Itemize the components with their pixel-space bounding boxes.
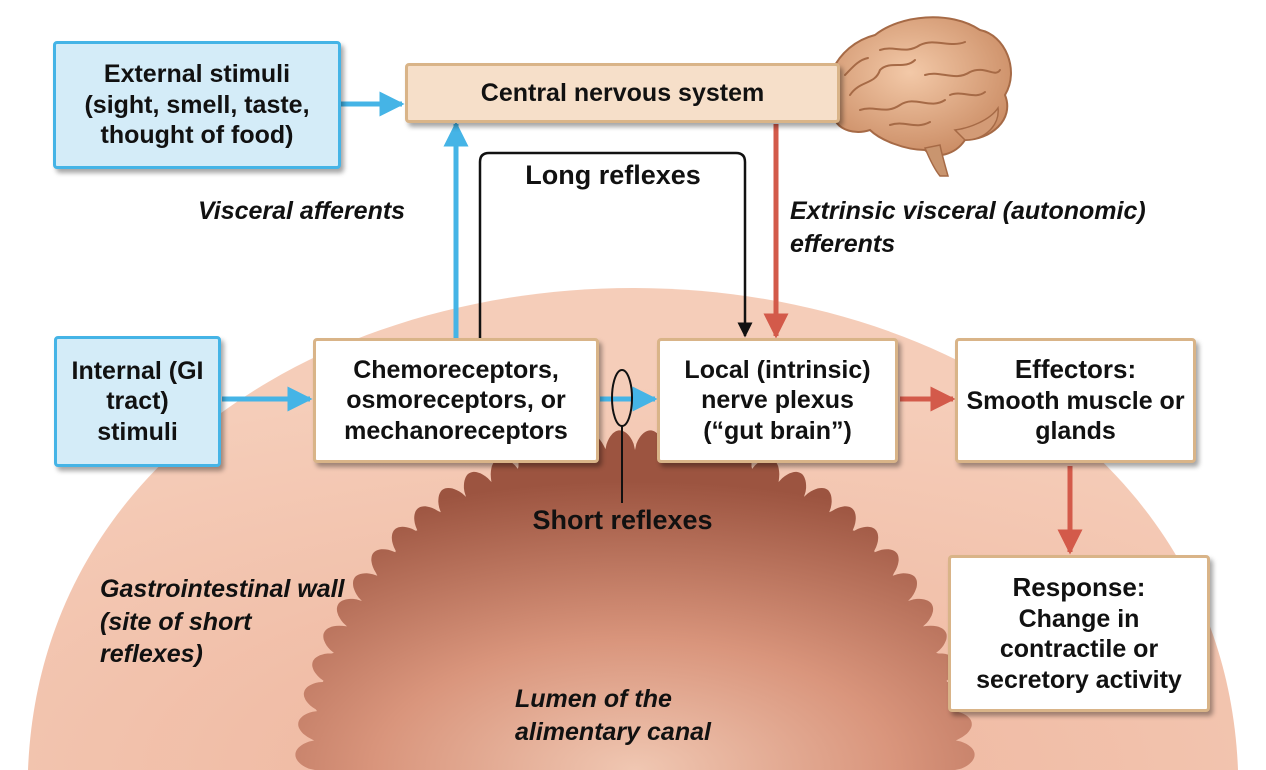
lumen-label: Lumen of the alimentary canal [515, 685, 711, 746]
gi-wall-label: Gastrointestinal wall (site of short ref… [100, 575, 345, 668]
cns-box: Central nervous system [405, 63, 840, 123]
short-reflexes-label: Short reflexes [532, 505, 713, 535]
effectors-box: Effectors: Smooth muscle or glands [955, 338, 1196, 463]
long-reflex-arrow [478, 151, 753, 338]
visceral-afferents-label: Visceral afferents [198, 197, 406, 225]
local-plexus-box: Local (intrinsic) nerve plexus (“gut bra… [657, 338, 898, 463]
external-stimuli-box: External stimuli (sight, smell, taste, t… [53, 41, 341, 169]
effectors-title: Effectors: [1014, 354, 1137, 385]
local-plexus-text: Local (intrinsic) nerve plexus (“gut bra… [684, 355, 871, 445]
external-stimuli-text: External stimuli (sight, smell, taste, t… [84, 60, 310, 150]
response-body: Change in contractile or secretory activ… [976, 604, 1182, 694]
brain-icon [826, 16, 1012, 177]
lumen-shape [295, 430, 975, 770]
receptors-text: Chemoreceptors, osmoreceptors, or mechan… [344, 355, 568, 445]
internal-stimuli-box: Internal (GI tract) stimuli [54, 336, 221, 467]
internal-stimuli-text: Internal (GI tract) stimuli [71, 356, 204, 446]
extrinsic-efferents-label: Extrinsic visceral (autonomic) efferents [790, 197, 1146, 258]
response-title: Response: [1012, 571, 1146, 602]
long-reflexes-label: Long reflexes [525, 160, 701, 190]
cns-text: Central nervous system [480, 78, 765, 107]
receptors-box: Chemoreceptors, osmoreceptors, or mechan… [313, 338, 599, 463]
response-box: Response: Change in contractile or secre… [948, 555, 1210, 712]
effectors-body: Smooth muscle or glands [966, 386, 1185, 446]
